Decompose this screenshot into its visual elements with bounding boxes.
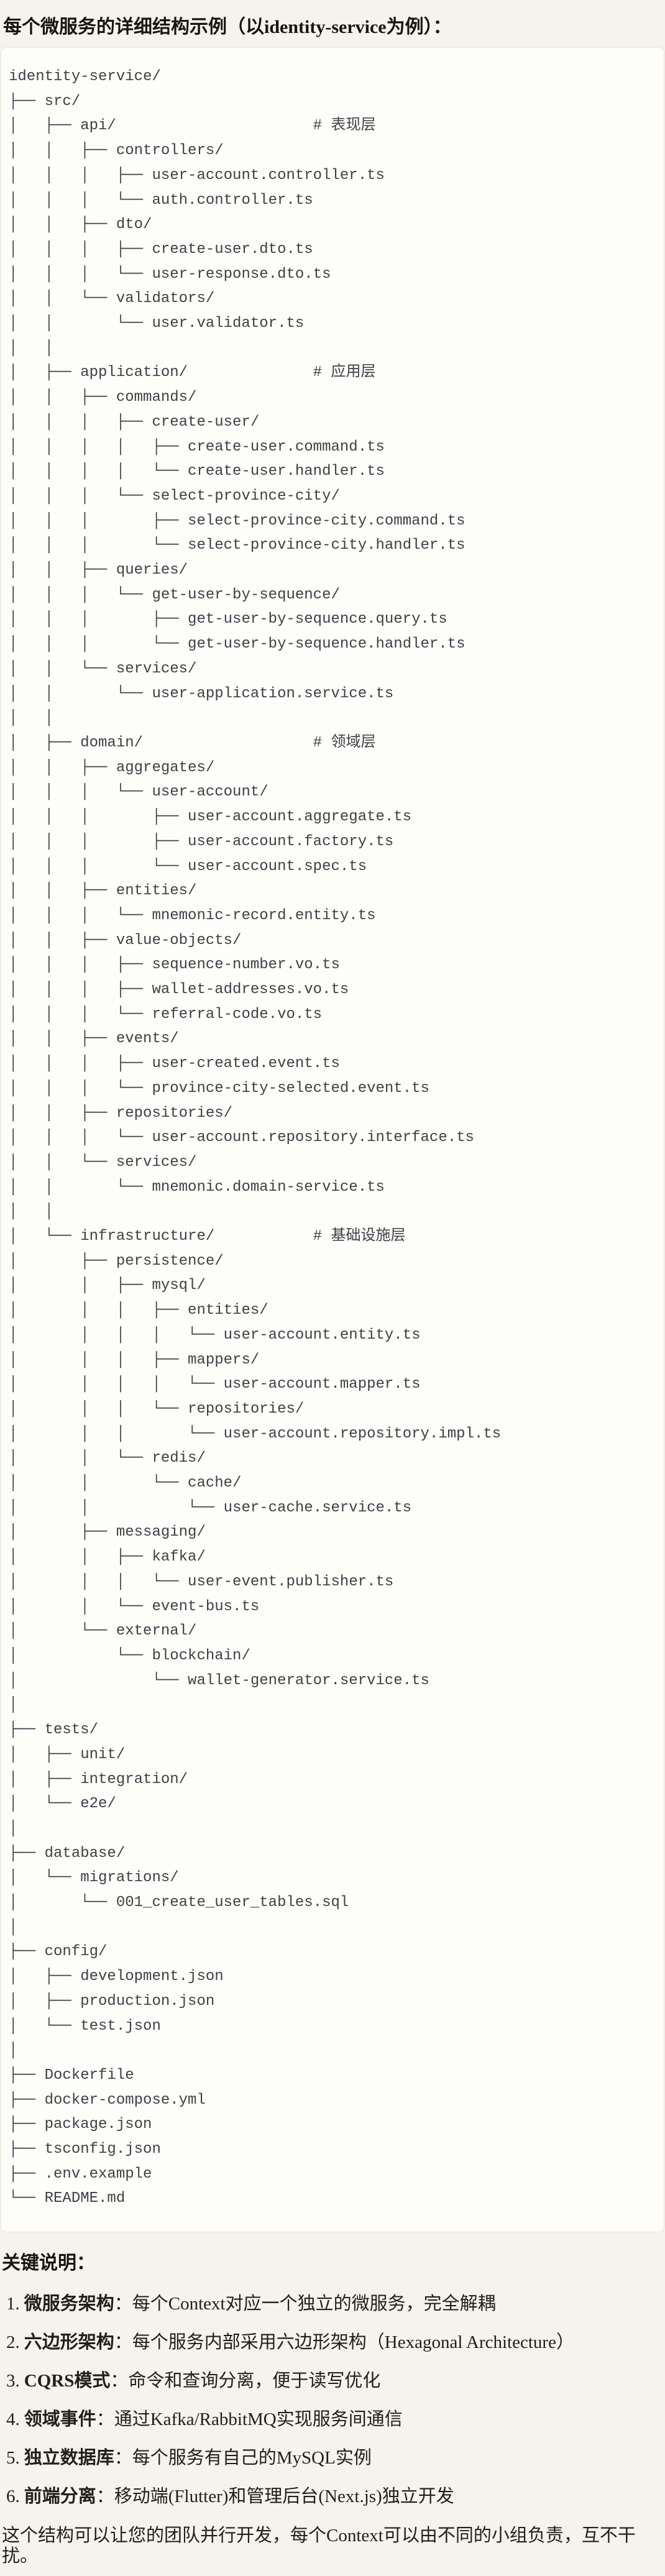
page-title: 每个微服务的详细结构示例（以identity-service为例）： <box>3 17 452 37</box>
note-number: 6. <box>6 2487 20 2507</box>
note-text: ：每个服务内部采用六边形架构（Hexagonal Architecture） <box>114 2332 574 2353</box>
note-text: ：移动端(Flutter)和管理后台(Next.js)独立开发 <box>96 2487 454 2507</box>
note-item: 3.CQRS模式：命令和查询分离，便于读写优化 <box>6 2371 663 2391</box>
note-text: ：每个服务有自己的MySQL实例 <box>114 2448 372 2468</box>
note-number: 2. <box>6 2332 20 2353</box>
note-label: CQRS模式 <box>24 2371 111 2391</box>
note-number: 5. <box>6 2448 20 2468</box>
note-label: 前端分离 <box>24 2487 96 2507</box>
file-tree: identity-service/ ├── src/ │ ├── api/ # … <box>9 68 502 2207</box>
notes-list: 1.微服务架构：每个Context对应一个独立的微服务，完全解耦 2.六边形架构… <box>0 2294 665 2507</box>
note-label: 微服务架构 <box>24 2294 114 2314</box>
closing-paragraph: 这个结构可以让您的团队并行开发，每个Context可以由不同的小组负责，互不干扰… <box>2 2526 636 2567</box>
note-text: ：每个Context对应一个独立的微服务，完全解耦 <box>114 2294 496 2314</box>
note-text: ：通过Kafka/RabbitMQ实现服务间通信 <box>96 2409 403 2430</box>
note-label: 独立数据库 <box>24 2448 114 2468</box>
note-number: 3. <box>6 2371 20 2391</box>
file-tree-code-block: identity-service/ ├── src/ │ ├── api/ # … <box>1 47 664 2233</box>
note-item: 2.六边形架构：每个服务内部采用六边形架构（Hexagonal Architec… <box>6 2332 663 2353</box>
note-text: ：命令和查询分离，便于读写优化 <box>110 2371 381 2391</box>
notes-section: 关键说明： 1.微服务架构：每个Context对应一个独立的微服务，完全解耦 2… <box>0 2251 665 2567</box>
note-number: 1. <box>6 2294 20 2314</box>
note-item: 5.独立数据库：每个服务有自己的MySQL实例 <box>6 2448 663 2468</box>
note-item: 6.前端分离：移动端(Flutter)和管理后台(Next.js)独立开发 <box>6 2487 663 2507</box>
note-label: 六边形架构 <box>24 2332 114 2353</box>
note-item: 1.微服务架构：每个Context对应一个独立的微服务，完全解耦 <box>6 2294 663 2314</box>
notes-title: 关键说明： <box>2 2253 95 2274</box>
note-number: 4. <box>6 2409 20 2430</box>
note-item: 4.领域事件：通过Kafka/RabbitMQ实现服务间通信 <box>6 2409 663 2430</box>
note-label: 领域事件 <box>24 2409 96 2430</box>
